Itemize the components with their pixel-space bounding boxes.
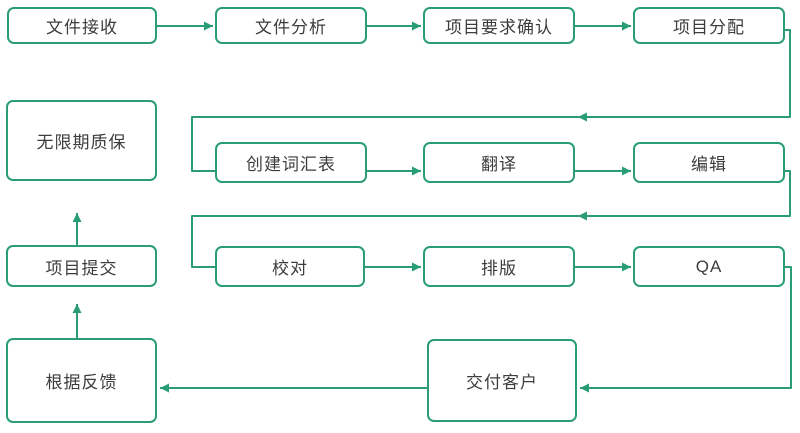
- node-requirements-confirm: 项目要求确认: [423, 7, 575, 44]
- node-qa: QA: [633, 246, 785, 287]
- node-file-analysis-label: 文件分析: [255, 18, 327, 37]
- node-file-reception-label: 文件接收: [46, 18, 118, 37]
- node-delivery: 交付客户: [427, 339, 577, 422]
- node-delivery-label: 交付客户: [466, 373, 538, 392]
- edge-allocation-return-arrow: [578, 29, 791, 122]
- edge-qa-to-delivery: [580, 266, 792, 393]
- node-translation: 翻译: [423, 142, 575, 183]
- node-feedback: 根据反馈: [6, 338, 157, 423]
- node-editing-label: 编辑: [691, 155, 727, 174]
- node-proofreading: 校对: [215, 246, 365, 287]
- node-project-allocation: 项目分配: [633, 7, 785, 44]
- node-unlimited-warranty-label: 无限期质保: [36, 133, 127, 152]
- node-requirements-confirm-label: 项目要求确认: [445, 18, 553, 37]
- edge-editing-return-tail: [191, 215, 578, 268]
- node-unlimited-warranty: 无限期质保: [6, 100, 157, 181]
- node-project-submission-label: 项目提交: [45, 258, 118, 278]
- node-qa-label: QA: [695, 256, 723, 276]
- node-file-analysis: 文件分析: [215, 7, 367, 44]
- edge-allocation-return-tail: [191, 116, 578, 172]
- edge-editing-return-arrow: [578, 170, 791, 221]
- node-typesetting-label: 排版: [481, 259, 517, 278]
- node-proofreading-label: 校对: [272, 259, 308, 278]
- node-translation-label: 翻译: [481, 155, 517, 174]
- node-create-glossary: 创建词汇表: [215, 142, 367, 183]
- node-typesetting: 排版: [423, 246, 575, 287]
- node-create-glossary-label: 创建词汇表: [246, 155, 336, 174]
- node-project-submission: 项目提交: [6, 245, 157, 287]
- node-feedback-label: 根据反馈: [45, 373, 118, 392]
- node-project-allocation-label: 项目分配: [673, 18, 745, 37]
- node-editing: 编辑: [633, 142, 785, 183]
- node-file-reception: 文件接收: [7, 7, 157, 44]
